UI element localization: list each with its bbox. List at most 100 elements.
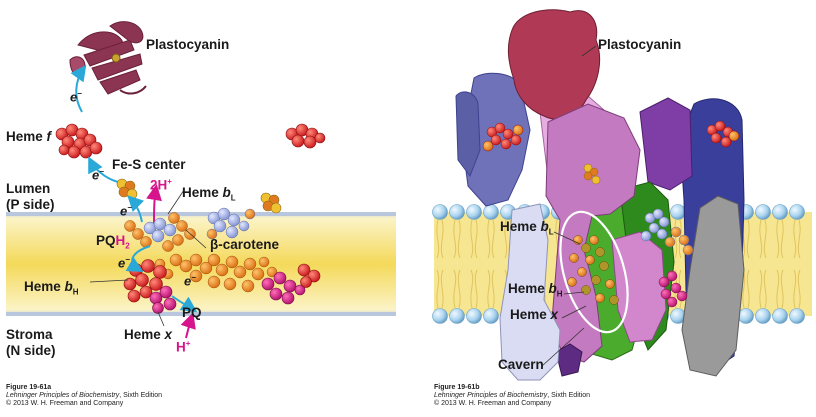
lipid-tail (759, 269, 767, 309)
heme-bl-b-subscript: L (548, 227, 554, 237)
electron-arrow-to-heme-f (88, 156, 119, 183)
membrane-top-edge (6, 212, 396, 216)
fe-s-center (116, 178, 138, 200)
plastocyanin-label: Plastocyanin (146, 37, 230, 52)
pqh2-pq: PQ (96, 233, 116, 248)
n-side-label: (N side) (6, 343, 56, 358)
pqh2-cluster (143, 217, 177, 243)
lipid-head (466, 204, 482, 220)
lipid-tail (776, 219, 784, 259)
electron-label-top: e− (70, 89, 82, 105)
lipid-head (449, 308, 465, 324)
plastocyanin-ribbon (69, 21, 147, 95)
electron-charge-3: − (127, 203, 132, 212)
heme-bl-cluster (124, 212, 196, 252)
heme-bl-pointer (167, 189, 185, 215)
heme-bh-b-label: Heme bH (508, 282, 563, 299)
electron-arrow-to-plastocyanin (70, 64, 87, 113)
p-side-label: (P side) (6, 197, 55, 212)
heme-bl-label: Heme bL (182, 186, 236, 203)
heme-x-label: Heme x (124, 328, 172, 342)
lipid-tail (776, 269, 784, 309)
caption-b-copyright: © 2013 W. H. Freeman and Company (434, 400, 552, 407)
heme-bl-word: Heme (182, 185, 223, 200)
pqh2-h: H (115, 233, 126, 248)
heme-bh-b-word: Heme (508, 281, 549, 296)
caption-a: Figure 19-61a Lehninger Principles of Bi… (6, 384, 162, 408)
lipid-tail (470, 269, 478, 309)
heme-f-label: Heme f (6, 130, 51, 144)
heme-f-word: Heme (6, 129, 47, 144)
lipid-head (738, 308, 754, 324)
lipid-tail (436, 219, 444, 259)
beta-carotene-cluster-b (640, 208, 694, 256)
fe-s-center-label: Fe-S center (112, 157, 186, 172)
lipid-tail (453, 219, 461, 259)
fe-s-center-partner (260, 192, 282, 214)
heme-bh-word: Heme (24, 279, 65, 294)
lipid-head (432, 308, 448, 324)
electron-letter-5: e (184, 273, 192, 289)
lipid-tail (793, 269, 801, 309)
lipid-head (483, 308, 499, 324)
lipid-tail (487, 219, 495, 259)
heme-x-b-label: Heme x (510, 308, 558, 322)
electron-charge-4: − (125, 255, 130, 264)
heme-x-cluster-b (658, 270, 688, 308)
caption-b-book-line: Lehninger Principles of Biochemistry, Si… (434, 392, 590, 400)
stroma-label: Stroma (6, 327, 53, 342)
caption-b: Figure 19-61b Lehninger Principles of Bi… (434, 384, 590, 408)
heme-f-cluster-b-left (482, 122, 524, 152)
heme-bh-b-letter: b (548, 281, 557, 296)
two-h-text: 2H (150, 177, 168, 193)
heme-bl-b-pointer (553, 231, 581, 245)
electron-charge-2: − (99, 167, 104, 176)
caption-a-edition: , Sixth Edition (119, 392, 163, 399)
lipid-tail (793, 219, 801, 259)
membrane-band (6, 212, 396, 316)
lipid-tail (470, 219, 478, 259)
lipid-head (449, 204, 465, 220)
lipid-head (755, 308, 771, 324)
electron-letter: e (70, 89, 78, 105)
caption-b-edition: , Sixth Edition (547, 392, 591, 399)
electron-charge: − (77, 89, 82, 98)
h-text: H (176, 339, 186, 355)
electron-label-pq-lower: e− (184, 273, 196, 289)
proton-arrow-from-stroma (180, 312, 196, 339)
lipid-head (789, 204, 805, 220)
heme-bh-b-pointer (563, 291, 585, 295)
beta-carotene-label: β-carotene (210, 237, 280, 252)
subunit-left-blue-back (455, 91, 481, 178)
caption-a-figure: Figure 19-61a (6, 384, 52, 391)
fe-s-cluster-b (583, 163, 601, 185)
subunit-dark-purple (555, 343, 583, 377)
cavern-outline (559, 210, 629, 334)
two-h-plus-label: 2H+ (150, 178, 172, 192)
beta-carotene-cluster (206, 207, 256, 240)
electron-label-bh: e− (118, 255, 130, 271)
lipid-head (670, 204, 686, 220)
subunit-grey (681, 195, 745, 377)
panel-b (432, 9, 812, 381)
electron-letter-3: e (120, 203, 128, 219)
lipid-head (772, 308, 788, 324)
heme-bl-letter: b (222, 185, 231, 200)
heme-x-letter: x (164, 327, 173, 342)
two-h-charge: + (167, 177, 172, 186)
lipid-head (466, 308, 482, 324)
heme-bh-orange-cluster (154, 253, 278, 293)
heme-f-cluster-b-right (706, 120, 740, 148)
electron-arrow-to-pq (171, 295, 198, 313)
heme-bh-letter: b (64, 279, 73, 294)
heme-bl-b-word: Heme (500, 219, 541, 234)
heme-x-word: Heme (124, 327, 165, 342)
electron-letter-4: e (118, 255, 126, 271)
cavern-cofactors (567, 235, 619, 305)
heme-x-b-word: Heme (510, 307, 551, 322)
heme-bl-b-label: Heme bL (500, 220, 554, 237)
subunit-lavender (499, 203, 561, 381)
heme-bh-label: Heme bH (24, 280, 79, 297)
